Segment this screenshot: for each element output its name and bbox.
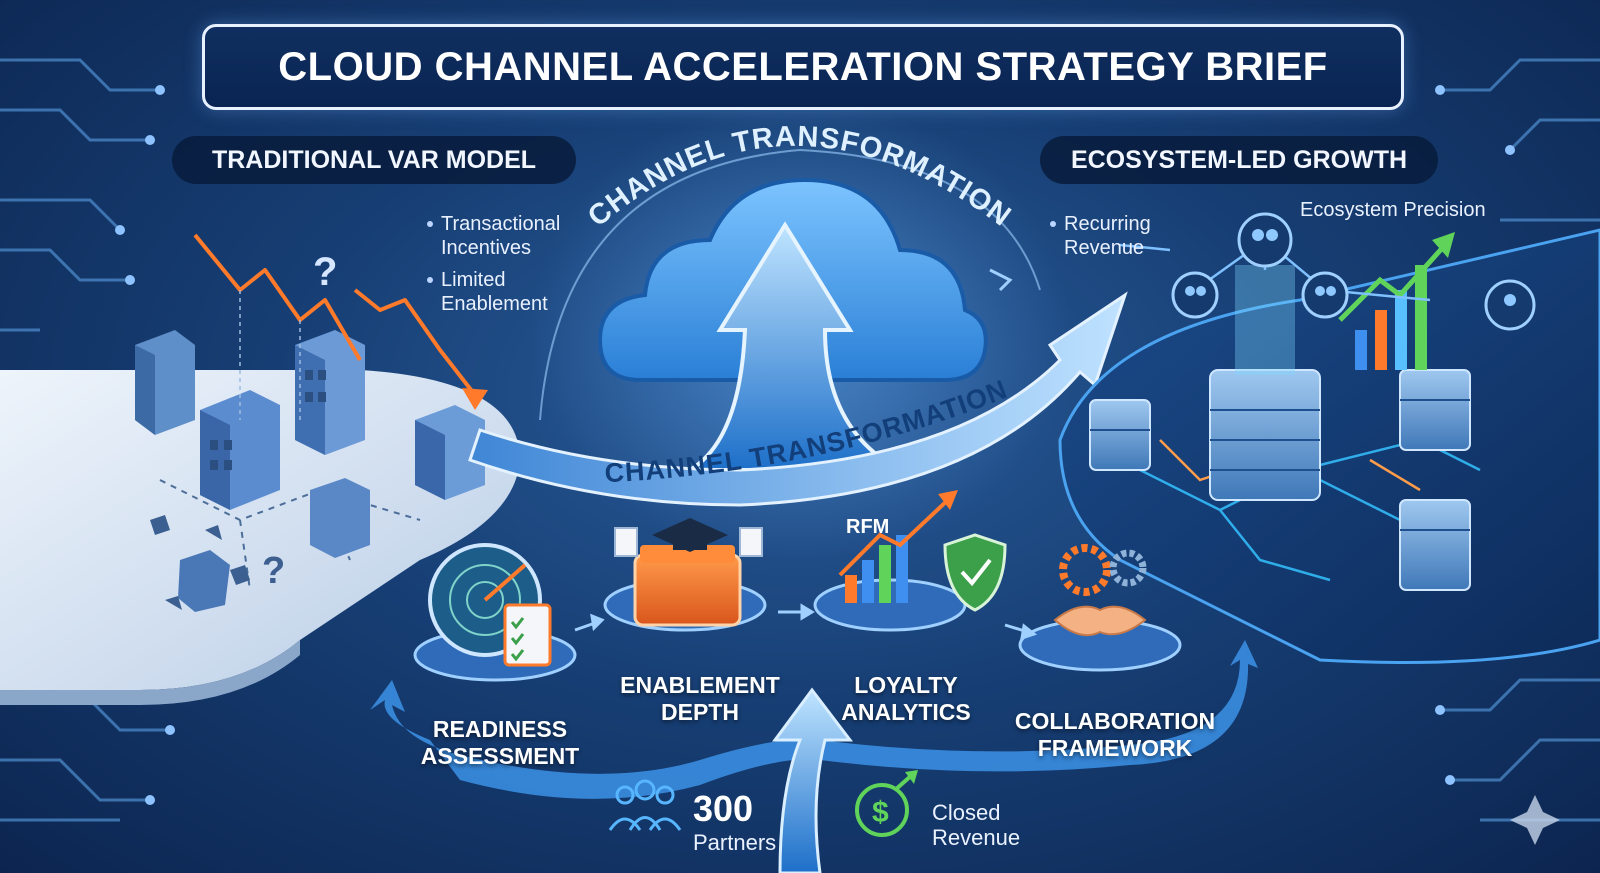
left-heading-text: TRADITIONAL VAR MODEL [211, 145, 537, 174]
right-note-1: Recurring Revenue [1050, 212, 1174, 260]
stat-closed-revenue: Closed Revenue [932, 800, 1021, 850]
left-note-2: Limited Enablement [427, 268, 591, 316]
title-banner: CLOUD CHANNEL ACCELERATION STRATEGY BRIE… [202, 24, 1404, 110]
left-note-1: Transactional Incentives [427, 212, 591, 260]
stat-partners: 300 Partners [693, 788, 783, 855]
step-loyalty-analytics: LOYALTY ANALYTICS [841, 672, 971, 725]
stat-partners-label: Partners [693, 830, 777, 855]
arc-top-label: CHANNEL TRANSFORMATION [582, 121, 1016, 233]
arc-bottom-label: CHANNEL TRANSFORMATION [604, 374, 1011, 488]
page-title: CLOUD CHANNEL ACCELERATION STRATEGY BRIE… [278, 44, 1328, 89]
left-panel-heading: TRADITIONAL VAR MODEL [172, 136, 576, 184]
step-collaboration-framework: COLLABORATION FRAMEWORK [1014, 708, 1216, 761]
right-panel-heading: ECOSYSTEM-LED GROWTH [1040, 136, 1438, 184]
stat-partners-value: 300 [693, 788, 754, 829]
bullet-icon [427, 221, 433, 227]
svg-text:CHANNEL TRANSFORMATION: CHANNEL TRANSFORMATION [582, 121, 1017, 233]
bullet-icon [427, 277, 433, 283]
svg-text:?: ? [313, 250, 337, 294]
svg-text:?: ? [262, 550, 285, 592]
right-note-2: Ecosystem Precision [1300, 199, 1486, 221]
svg-text:CHANNEL TRANSFORMATION: CHANNEL TRANSFORMATION [604, 374, 1012, 488]
step-enablement-depth: ENABLEMENT DEPTH [620, 672, 780, 725]
right-heading-text: ECOSYSTEM-LED GROWTH [1070, 145, 1408, 174]
svg-text:$: $ [872, 796, 889, 829]
step-readiness-assessment: READINESS ASSESSMENT [420, 716, 580, 769]
rfm-tag: RFM [846, 516, 890, 538]
bullet-icon [1050, 221, 1056, 227]
